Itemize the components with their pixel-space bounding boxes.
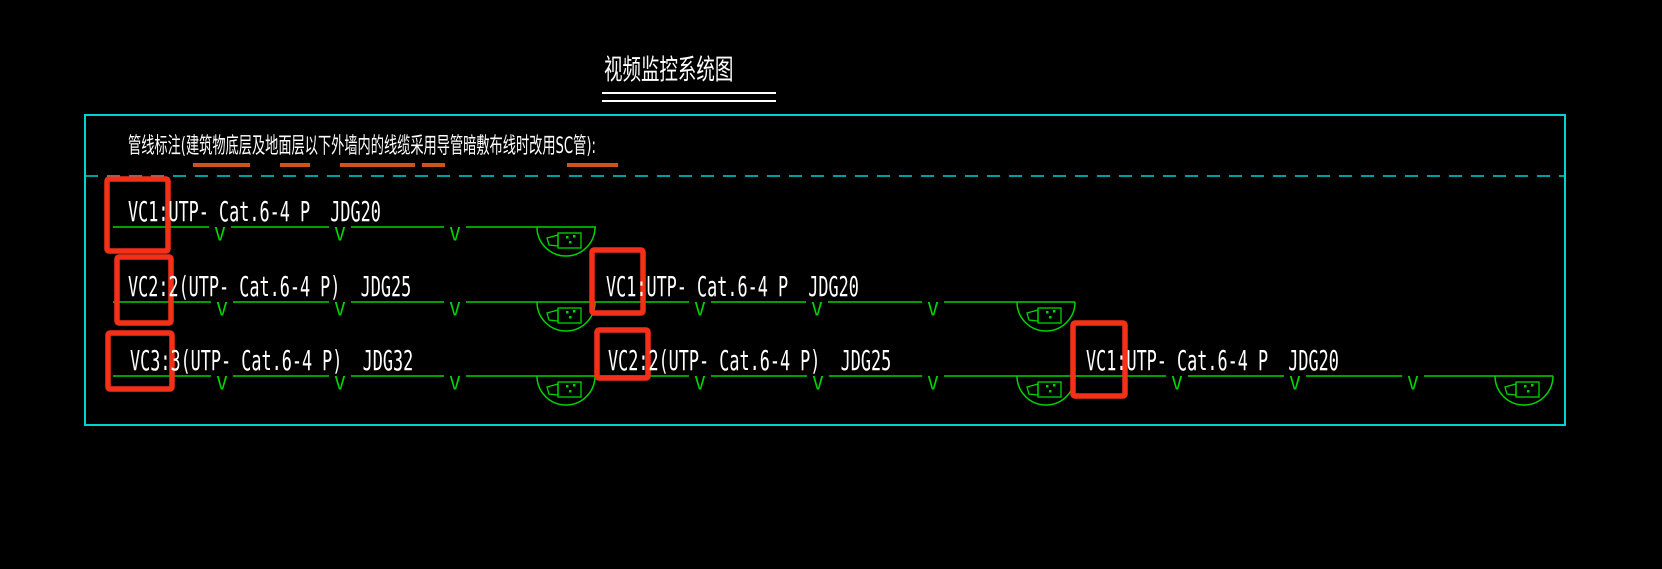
camera-body-icon (557, 232, 582, 249)
note-underline (567, 163, 618, 167)
camera-dot (569, 390, 572, 393)
highlight-box-vc2 (114, 254, 174, 326)
highlight-box-vc1 (104, 176, 171, 254)
camera-dot (1049, 316, 1052, 319)
camera-dot (1046, 385, 1049, 388)
camera-dot (569, 241, 572, 244)
dome-camera-icon (536, 301, 596, 332)
v-mark-gap (922, 374, 944, 391)
camera-dot (1053, 310, 1056, 313)
v-mark-gap (444, 225, 466, 242)
camera-dot (1053, 384, 1056, 387)
v-mark-gap (689, 300, 711, 317)
camera-dot (569, 316, 572, 319)
camera-dot (1524, 385, 1527, 388)
cable-label: VC1:UTP- Cat.6-4 P JDG20 (606, 270, 859, 303)
camera-dot (573, 310, 576, 313)
pipeline-note: 管线标注(建筑物底层及地面层以下外墙内的线缆采用导管暗敷布线时改用SC管): (128, 134, 596, 159)
camera-body-icon (557, 381, 582, 398)
camera-lens-icon (546, 309, 559, 322)
v-mark-gap (1402, 374, 1424, 391)
v-junction-mark: V (812, 373, 823, 395)
camera-dot (1531, 384, 1534, 387)
camera-dot (1046, 311, 1049, 314)
v-junction-mark: V (214, 224, 225, 246)
camera-lens-icon (1026, 383, 1039, 396)
v-junction-mark: V (694, 373, 705, 395)
camera-lens-icon (1504, 383, 1517, 396)
camera-body-icon (1037, 307, 1062, 324)
v-junction-mark: V (927, 373, 938, 395)
cable-label: VC1:UTP- Cat.6-4 P JDG20 (128, 195, 381, 228)
v-mark-gap (329, 300, 351, 317)
v-junction-mark: V (811, 299, 822, 321)
highlight-box-vc3 (105, 330, 175, 392)
v-junction-mark: V (449, 373, 460, 395)
v-junction-mark: V (449, 299, 460, 321)
highlight-box-vc1 (589, 247, 646, 316)
v-junction-mark: V (334, 299, 345, 321)
cable-label: VC3:3(UTP- Cat.6-4 P) JDG32 (130, 344, 414, 377)
camera-lens-icon (546, 383, 559, 396)
v-junction-mark: V (334, 224, 345, 246)
v-mark-gap (444, 374, 466, 391)
camera-body-icon (1037, 381, 1062, 398)
v-mark-gap (1166, 374, 1188, 391)
title-underline (602, 100, 776, 102)
v-junction-mark: V (449, 224, 460, 246)
v-mark-gap (211, 374, 233, 391)
dome-camera-icon (536, 226, 596, 257)
cable-label: VC1:UTP- Cat.6-4 P JDG20 (1086, 344, 1339, 377)
v-mark-gap (209, 225, 231, 242)
note-underline (280, 163, 310, 167)
note-underline (422, 163, 445, 167)
v-mark-gap (807, 374, 829, 391)
v-mark-gap (1284, 374, 1306, 391)
v-junction-mark: V (927, 299, 938, 321)
v-junction-mark: V (1171, 373, 1182, 395)
dome-camera-icon (536, 375, 596, 406)
dome-camera-icon (1016, 301, 1076, 332)
v-mark-gap (689, 374, 711, 391)
v-junction-mark: V (216, 299, 227, 321)
note-underline (193, 163, 250, 167)
v-mark-gap (211, 300, 233, 317)
v-junction-mark: V (1289, 373, 1300, 395)
v-mark-gap (922, 300, 944, 317)
dome-camera-icon (1494, 375, 1554, 406)
highlight-box-vc1 (1070, 320, 1128, 399)
camera-dot (566, 385, 569, 388)
camera-dot (573, 235, 576, 238)
cable-label: VC2:2(UTP- Cat.6-4 P) JDG25 (608, 344, 892, 377)
camera-dot (566, 311, 569, 314)
v-mark-gap (329, 374, 351, 391)
diagram-border (84, 114, 1566, 426)
dome-camera-icon (1016, 375, 1076, 406)
v-junction-mark: V (694, 299, 705, 321)
cable-label: VC2:2(UTP- Cat.6-4 P) JDG25 (128, 270, 412, 303)
camera-lens-icon (546, 234, 559, 247)
v-junction-mark: V (1407, 373, 1418, 395)
drawing-title: 视频监控系统图 (604, 53, 734, 86)
camera-body-icon (557, 307, 582, 324)
camera-body-icon (1515, 381, 1540, 398)
title-underline (602, 92, 776, 94)
highlight-box-vc2 (594, 327, 651, 381)
v-mark-gap (806, 300, 828, 317)
note-underline (340, 163, 415, 167)
v-mark-gap (444, 300, 466, 317)
camera-dot (566, 236, 569, 239)
camera-dot (1527, 390, 1530, 393)
camera-dot (1049, 390, 1052, 393)
v-junction-mark: V (216, 373, 227, 395)
v-junction-mark: V (334, 373, 345, 395)
camera-lens-icon (1026, 309, 1039, 322)
camera-dot (573, 384, 576, 387)
v-mark-gap (329, 225, 351, 242)
